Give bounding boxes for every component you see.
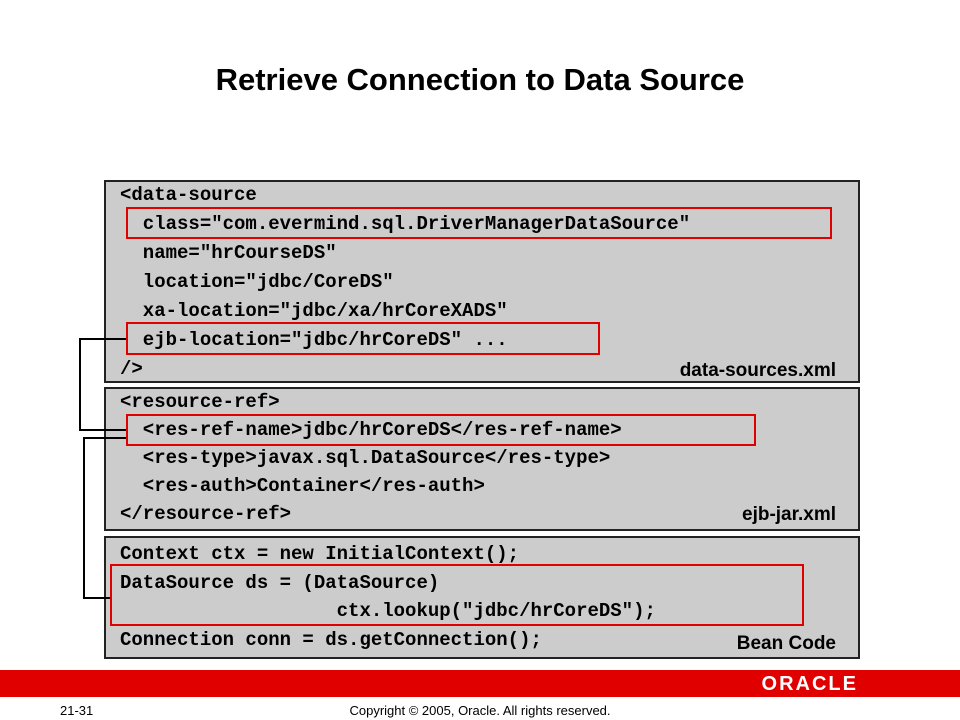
code-line: Context ctx = new InitialContext(); [120,543,520,565]
oracle-logo: ORACLE [761,673,858,695]
code-line: <resource-ref> [120,391,280,413]
footer-bar: ORACLE [0,670,960,697]
highlight-res-ref-name [126,414,756,446]
code-line: location="jdbc/CoreDS" [120,271,394,293]
code-line: <res-type>javax.sql.DataSource</res-type… [120,447,611,469]
code-line: </resource-ref> [120,503,292,525]
slide-title: Retrieve Connection to Data Source [215,62,745,97]
code-line: ctx.lookup("jdbc/hrCoreDS"); [120,600,656,622]
slide-number: 21-31 [60,703,94,718]
code-line: Connection conn = ds.getConnection(); [120,629,542,651]
code-line: <res-auth>Container</res-auth> [120,475,485,497]
code-line: class="com.evermind.sql.DriverManagerDat… [120,213,691,235]
data-sources-panel: <data-source class="com.evermind.sql.Dri… [104,180,860,383]
copyright: Copyright © 2005, Oracle. All rights res… [349,703,611,718]
file-label-bean-code: Bean Code [736,633,836,654]
file-label-ejb-jar: ejb-jar.xml [742,504,836,525]
connector-res-ref-to-lookup [83,437,126,599]
file-label-data-sources: data-sources.xml [679,360,836,381]
code-line: <data-source [120,184,257,206]
code-line: <res-ref-name>jdbc/hrCoreDS</res-ref-nam… [120,419,622,441]
code-line: xa-location="jdbc/xa/hrCoreXADS" [120,300,508,322]
bean-code-panel: Context ctx = new InitialContext(); Data… [104,536,860,659]
highlight-ejb-location [126,322,600,355]
highlight-lookup [110,564,804,626]
code-line: DataSource ds = (DataSource) [120,572,440,594]
code-line: name="hrCourseDS" [120,242,337,264]
code-line: ejb-location="jdbc/hrCoreDS" ... [120,329,508,351]
footer: ORACLE 21-31 Copyright © 2005, Oracle. A… [0,670,960,720]
code-line: /> [120,358,143,380]
ejb-jar-panel: <resource-ref> <res-ref-name>jdbc/hrCore… [104,387,860,531]
connector-ejb-location-to-res-ref [79,338,126,431]
highlight-class-attribute [126,207,832,239]
